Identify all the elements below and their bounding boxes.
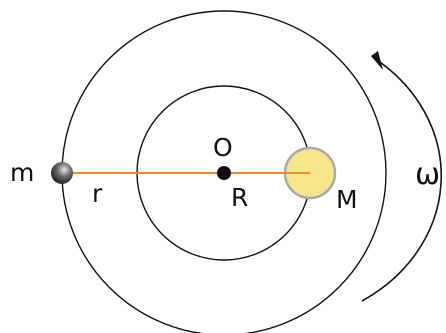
- label-R: R: [231, 183, 248, 212]
- center-point: [217, 166, 231, 180]
- label-r: r: [92, 179, 103, 208]
- label-O: O: [213, 133, 233, 162]
- rotation-arrow-arc: [361, 59, 443, 302]
- small-mass-m: [51, 162, 73, 184]
- label-m: m: [10, 158, 34, 187]
- label-omega: ω: [415, 157, 440, 192]
- rotation-arrowhead: [371, 51, 383, 70]
- label-M: M: [336, 185, 358, 214]
